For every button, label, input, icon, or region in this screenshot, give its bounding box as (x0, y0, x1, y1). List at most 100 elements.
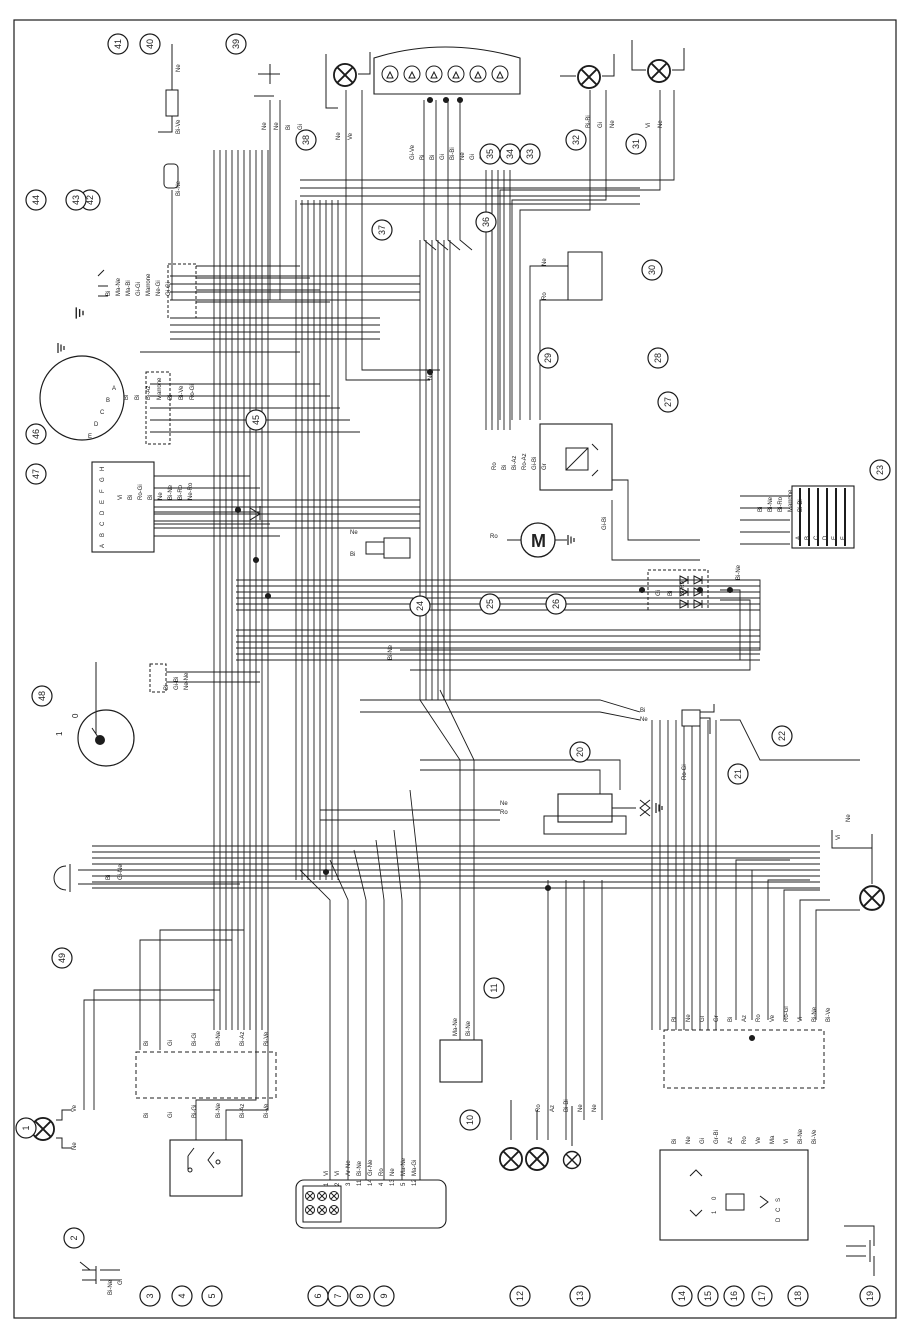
component-41-fuse (163, 163, 179, 189)
wire-code-label: Bi (124, 395, 130, 400)
item-22-wire-b: Ne (846, 814, 852, 822)
svg-text:13: 13 (575, 1291, 585, 1301)
svg-text:27: 27 (663, 397, 673, 407)
item-21-wire-c: Ro-Gi (682, 764, 688, 780)
wire-code-label: G (100, 477, 106, 482)
wire-code-label: Ve (756, 1136, 762, 1144)
svg-text:43: 43 (71, 195, 81, 205)
callout-48: 48 (31, 685, 53, 707)
svg-text:3: 3 (145, 1293, 155, 1298)
wire-code-label: Marrone (788, 489, 794, 512)
item-21-wire-b: Ne (640, 717, 648, 723)
callout-32: 32 (565, 129, 587, 151)
callout-41: 41 (107, 33, 129, 55)
wire-code-label: Ro (379, 1168, 385, 1176)
wire-code-label: Ma-Bi (126, 280, 132, 296)
wire-code-label: Bi-Az (240, 1032, 246, 1046)
wire-code-label: Bi-Gi (192, 1033, 198, 1046)
wire-code-label: Az (728, 1137, 734, 1144)
wire-code-label: B (106, 398, 110, 404)
wire-code-label: Ar-Ne (346, 1160, 352, 1176)
callout-31: 31 (625, 133, 647, 155)
wire-code-label: Bi (106, 291, 112, 296)
wire-code-label: Bi-Az (146, 386, 152, 400)
callout-2: 2 (63, 1227, 85, 1249)
svg-text:18: 18 (793, 1291, 803, 1301)
wire-code-label: Gi-Ve (410, 144, 416, 160)
wire-code-label: Bi-Ve (264, 1031, 270, 1046)
svg-text:29: 29 (543, 353, 553, 363)
item-24-wire-a: Ne (350, 530, 358, 536)
item-18-pin-s: S (776, 1198, 782, 1202)
wire-code-label: Bi (728, 1017, 734, 1022)
wire-code-label: Bi (144, 1113, 150, 1118)
wire-code-label: Ro-Gi (138, 484, 144, 500)
wire-code-label: Ne (158, 492, 164, 500)
wire-code-label: Vi (646, 123, 652, 128)
callout-45: 45 (245, 409, 267, 431)
svg-text:26: 26 (551, 599, 561, 609)
component-38-lamp (325, 52, 371, 109)
callout-27: 27 (657, 391, 679, 413)
wire-code-label: Bi (106, 875, 112, 880)
component-27-diodes (647, 569, 709, 611)
component-46-ignition (39, 355, 171, 445)
wire-code-label: Bi-Bi (798, 499, 804, 512)
wire-code-label: Bi (128, 495, 134, 500)
wire-code-label: Gr-Ne (368, 1159, 374, 1176)
svg-text:9: 9 (379, 1293, 389, 1298)
wire-code-label: Bi-Ne (812, 1006, 818, 1022)
svg-text:24: 24 (415, 601, 425, 611)
svg-text:37: 37 (377, 225, 387, 235)
component-45-diode (249, 506, 261, 521)
item-25-wire: Ro (490, 534, 498, 540)
wire-code-label: Ma-Gi (412, 1160, 418, 1176)
svg-text:6: 6 (313, 1293, 323, 1298)
wire-code-label: Ma (770, 1135, 776, 1144)
wire-bundles (83, 90, 860, 1180)
component-17-switch-block: 1 0 D C S (659, 1029, 825, 1241)
component-23-multi-connector (791, 485, 855, 549)
wire-code-label: Ne (460, 152, 466, 160)
component-11-box: Ma-Ne Bi-Ne (439, 1017, 483, 1083)
svg-text:10: 10 (465, 1115, 475, 1125)
wire-code-label: Ne (390, 1168, 396, 1176)
wire-code-label: Marrone (157, 377, 163, 400)
wire-code-label: Ne (592, 1104, 598, 1112)
item-18-pin-d: D (776, 1217, 782, 1222)
wire-code-label: Bi-Ro (680, 580, 686, 596)
callout-20: 20 (569, 741, 591, 763)
item-2-wire-b: Gi (118, 1279, 124, 1285)
wire-code-label: Bi-Ve (179, 385, 185, 400)
svg-text:41: 41 (113, 39, 123, 49)
svg-text:12: 12 (515, 1291, 525, 1301)
wire-code-label: C (100, 521, 106, 526)
svg-text:32: 32 (571, 135, 581, 145)
wire-code-label: Ne (262, 122, 268, 130)
wire-code-label: Gi (470, 154, 476, 160)
svg-text:46: 46 (31, 429, 41, 439)
wire-code-label: Bi-Ne (168, 484, 174, 500)
wire-code-label: Bi-Ne (176, 180, 182, 196)
wire-code-label: D (823, 535, 829, 540)
svg-text:15: 15 (703, 1291, 713, 1301)
wire-code-label: Bi-Ne (216, 1030, 222, 1046)
svg-text:47: 47 (31, 469, 41, 479)
wire-code-label: C (814, 535, 820, 540)
wire-code-label: C (100, 410, 105, 416)
wire-code-label: Bi-Az (512, 456, 518, 470)
wire-code-label: Bi-Bi (586, 115, 592, 128)
wire-code-label: Az (742, 1015, 748, 1022)
callout-21: 21 (727, 763, 749, 785)
svg-text:44: 44 (31, 195, 41, 205)
wire-code-label: A (100, 544, 106, 548)
wire-code-label: Bi-Bi (564, 1099, 570, 1112)
wire-code-label: Bi (164, 685, 170, 690)
svg-text:30: 30 (647, 265, 657, 275)
component-37-led-panel (373, 46, 521, 95)
svg-text:14: 14 (677, 1291, 687, 1301)
wire-code-label: Ne-Ne (184, 672, 190, 690)
callout-6: 6 (307, 1285, 329, 1307)
